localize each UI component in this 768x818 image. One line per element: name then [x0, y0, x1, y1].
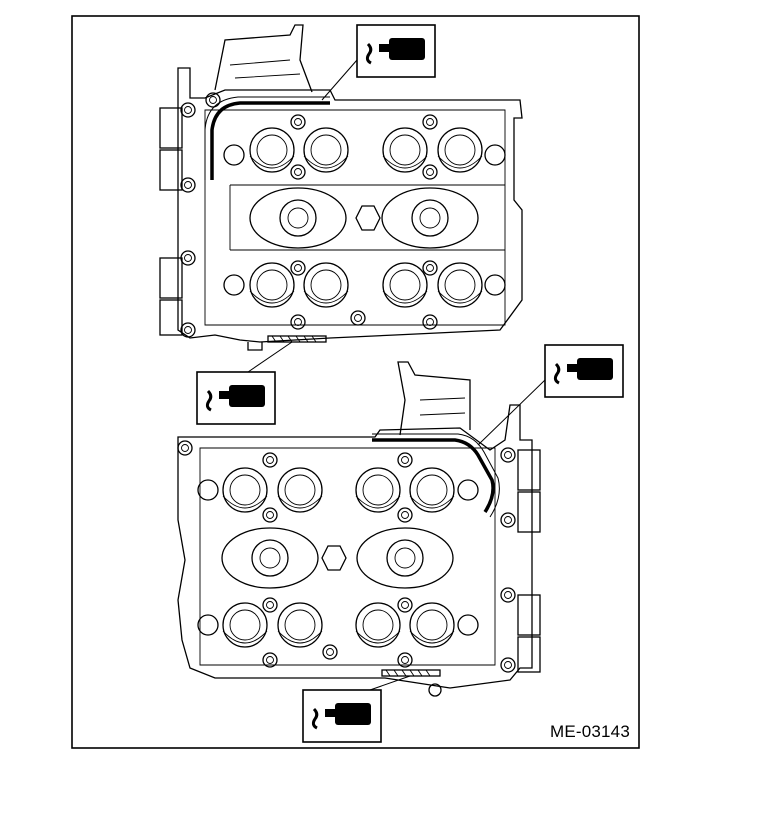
sealant-application-icon	[301, 688, 383, 744]
sealant-application-icon	[195, 370, 277, 426]
lower-cylinder-head	[177, 361, 541, 697]
sealant-callout-lower-bottom	[301, 675, 411, 744]
upper-cylinder-head	[159, 24, 523, 351]
sealant-application-icon	[355, 23, 437, 79]
sealant-application-icon	[543, 343, 625, 399]
sealant-callout-lower-right	[477, 343, 625, 446]
sealant-callout-upper-bottom	[195, 341, 293, 426]
sealant-callout-upper-left	[321, 23, 437, 101]
figure-reference-code: ME-03143	[549, 722, 630, 741]
figure-frame	[71, 15, 640, 749]
